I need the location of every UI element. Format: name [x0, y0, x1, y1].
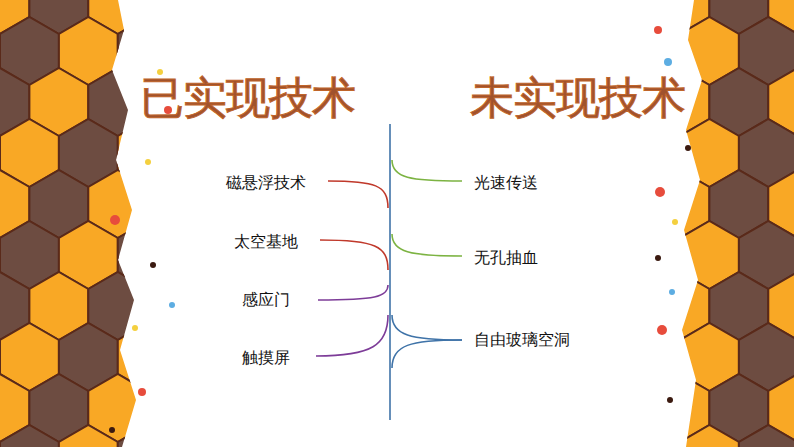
hexagon	[592, 272, 651, 340]
hexagon-border	[592, 0, 794, 447]
item-label: 自由玻璃空洞	[474, 330, 570, 351]
item-label: 感应门	[242, 290, 290, 311]
bracket-lines	[316, 124, 462, 420]
hexagon-border	[0, 0, 206, 447]
section-heading: 未实现技术	[470, 69, 685, 128]
hexagon	[621, 221, 680, 289]
hexagon	[118, 221, 177, 289]
item-label: 磁悬浮技术	[226, 173, 306, 194]
hexagon	[680, 425, 739, 447]
hexagon	[147, 374, 206, 442]
hexagon	[0, 425, 59, 447]
hexagon	[739, 425, 794, 447]
hexagon	[147, 272, 206, 340]
dots	[109, 26, 691, 433]
item-label: 光速传送	[474, 173, 538, 194]
hexagon	[621, 119, 680, 187]
hexagon	[59, 425, 118, 447]
hexagon	[118, 425, 177, 447]
hexagon	[592, 170, 651, 238]
hexagon	[147, 0, 206, 34]
section-heading: 已实现技术	[140, 69, 355, 128]
hexagon	[621, 323, 680, 391]
hexagon	[147, 170, 206, 238]
item-label: 触摸屏	[242, 348, 290, 369]
hexagon	[621, 425, 680, 447]
hexagon	[118, 119, 177, 187]
item-label: 太空基地	[234, 232, 298, 253]
item-label: 无孔抽血	[474, 248, 538, 269]
hexagon	[592, 374, 651, 442]
hexagon	[592, 0, 651, 34]
